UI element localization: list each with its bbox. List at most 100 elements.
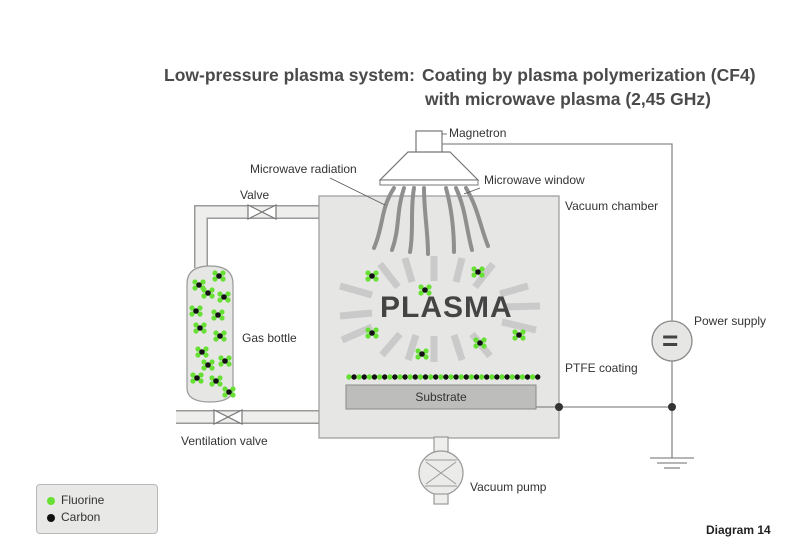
ptfe-carbon-atom	[382, 374, 388, 380]
ptfe-fluorine-atom	[458, 374, 464, 380]
title-line1-left: Low-pressure plasma system:	[164, 65, 415, 85]
ground-symbol	[650, 457, 694, 469]
fluorine-atom	[217, 291, 223, 297]
carbon-atom	[516, 332, 522, 338]
molecule	[189, 305, 203, 317]
fluorine-atom	[230, 386, 236, 392]
fluorine-atom	[197, 311, 203, 317]
carbon-atom	[475, 269, 481, 275]
fluorine-atom	[473, 343, 479, 349]
fluorine-atom	[373, 327, 379, 333]
fluorine-atom	[198, 378, 204, 384]
ptfe-fluorine-atom	[366, 374, 373, 380]
label-microwave-window: Microwave window	[484, 173, 585, 187]
fluorine-atom	[203, 352, 209, 358]
molecule	[201, 359, 215, 371]
fluorine-atom	[219, 309, 225, 315]
fluorine-atom	[198, 372, 204, 378]
fluorine-atom	[423, 348, 429, 354]
legend: Fluorine Carbon	[36, 484, 158, 534]
power-supply-symbol: =	[662, 325, 679, 356]
ptfe-carbon-atom	[484, 374, 490, 380]
fluorine-atom	[373, 270, 379, 276]
fluorine-atom	[211, 309, 217, 315]
carbon-atom	[216, 273, 222, 279]
ptfe-fluorine-atom	[387, 374, 393, 380]
molecules	[189, 266, 526, 398]
fluorine-atom	[415, 348, 421, 354]
carbon-atom	[419, 351, 425, 357]
valve	[247, 204, 277, 220]
fluorine-atom	[520, 329, 526, 335]
ptfe-carbon-atom	[504, 374, 510, 380]
fluorine-atom	[365, 270, 371, 276]
ptfe-carbon-atom	[473, 374, 480, 380]
fluorine-atom	[373, 276, 379, 282]
ptfe-fluorine-atom	[529, 374, 536, 380]
carbon-atom	[369, 330, 375, 336]
label-ptfe-coating: PTFE coating	[565, 361, 638, 375]
label-magnetron: Magnetron	[449, 126, 507, 140]
ptfe-fluorine-atom	[499, 374, 505, 380]
ptfe-fluorine-atom	[478, 374, 485, 380]
ventilation-valve	[213, 409, 243, 425]
title-line2: with microwave plasma (2,45 GHz)	[425, 89, 711, 109]
fluorine-atom	[197, 305, 203, 311]
ptfe-carbon-atom	[392, 374, 398, 380]
fluorine-atom	[220, 276, 226, 282]
fluorine-atom	[195, 352, 201, 358]
junction-dot	[555, 403, 563, 411]
ptfe-carbon-atom	[371, 374, 378, 380]
fluorine-atom	[209, 287, 215, 293]
ptfe-carbon-atom	[463, 374, 469, 380]
label-vacuum-chamber: Vacuum chamber	[565, 199, 659, 213]
label-plasma: PLASMA	[380, 291, 513, 324]
ptfe-carbon-atom	[402, 374, 408, 380]
molecule	[365, 270, 379, 282]
ptfe-fluorine-atom	[448, 374, 454, 380]
molecule	[213, 330, 227, 342]
label-vacuum-pump: Vacuum pump	[470, 480, 547, 494]
label-ventilation-valve: Ventilation valve	[181, 434, 268, 448]
ptfe-carbon-atom	[351, 374, 357, 380]
ptfe-carbon-atom	[453, 374, 459, 380]
substrate	[345, 384, 537, 410]
fluorine-atom	[373, 333, 379, 339]
title-line1-right: Coating by plasma polymerization (CF4)	[422, 65, 756, 85]
fluorine-atom	[209, 359, 215, 365]
molecule	[365, 327, 379, 339]
fluorine-atom	[226, 361, 232, 367]
ptfe-fluorine-atom	[417, 374, 424, 380]
fluorine-atom	[217, 375, 223, 381]
fluorine-atom	[230, 392, 236, 398]
legend-item-carbon: Carbon	[47, 510, 100, 524]
ptfe-fluorine-atom	[519, 374, 526, 380]
legend-item-fluorine: Fluorine	[47, 493, 104, 507]
fluorine-atom	[217, 381, 223, 387]
fluorine-atom	[222, 386, 228, 392]
label-microwave-radiation: Microwave radiation	[250, 162, 357, 176]
ptfe-fluorine-atom	[468, 374, 475, 380]
carbon-atom	[369, 273, 375, 279]
molecule	[218, 355, 232, 367]
fluorine-atom	[189, 311, 195, 317]
carbon-atom	[199, 349, 205, 355]
ptfe-fluorine-atom	[438, 374, 444, 380]
fluorine-atom	[481, 337, 487, 343]
ptfe-coating	[346, 374, 541, 380]
legend-label-fluorine: Fluorine	[61, 493, 105, 507]
carbon-atom	[194, 375, 200, 381]
magnetron	[415, 130, 443, 154]
ptfe-fluorine-atom	[346, 374, 352, 380]
ptfe-fluorine-atom	[427, 374, 434, 380]
molecule	[193, 322, 207, 334]
carbon-atom	[222, 358, 228, 364]
microwave-radiation	[372, 186, 490, 256]
ptfe-carbon-atom	[535, 374, 541, 380]
fluorine-atom	[471, 266, 477, 272]
diagram-number: Diagram 14	[706, 523, 771, 537]
fluorine-atom	[415, 354, 421, 360]
fluorine-atom	[190, 378, 196, 384]
molecule	[217, 291, 231, 303]
